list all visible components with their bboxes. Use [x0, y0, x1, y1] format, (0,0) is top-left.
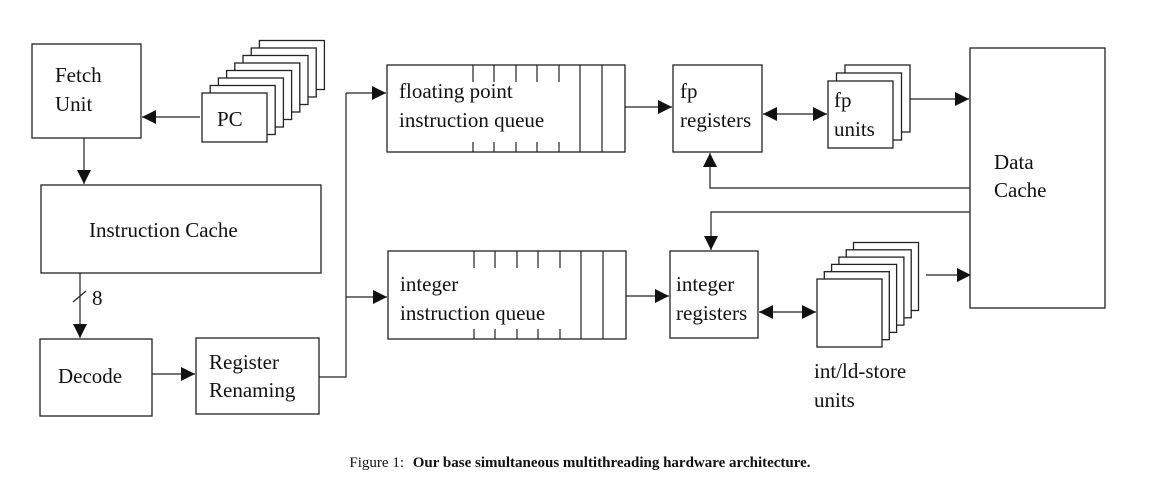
fp-units-label-1: fp — [834, 88, 852, 112]
pc-layer — [201, 92, 268, 143]
fp-units-stack — [827, 64, 911, 149]
int-registers-label-1: integer — [676, 272, 734, 296]
fp-registers-label-1: fp — [680, 79, 698, 103]
caption-label: Figure 1: — [349, 455, 404, 471]
fp-registers: fp registers — [672, 64, 763, 153]
rename-bus — [319, 93, 347, 378]
int-registers-label-2: registers — [676, 301, 747, 325]
fp-queue-label-2: instruction queue — [399, 108, 544, 132]
data-cache-label-2: Cache — [994, 178, 1046, 202]
register-renaming-label-1: Register — [209, 350, 279, 374]
instruction-cache: Instruction Cache — [40, 184, 322, 274]
dcache-to-int-regs-arrow — [704, 211, 970, 250]
int-ld-store-units-stack — [816, 241, 920, 348]
data-cache: Data Cache — [969, 47, 1106, 309]
register-renaming: Register Renaming — [195, 337, 320, 415]
decode: Decode — [39, 338, 153, 417]
decode-label: Decode — [58, 364, 122, 388]
int-units-label-1: int/ld-store — [814, 359, 906, 383]
fp-instruction-queue: floating point instruction queue — [386, 64, 626, 153]
fetch-width-label: 8 — [92, 286, 103, 310]
caption-text: Our base simultaneous multithreading har… — [413, 455, 811, 471]
pc-stack: PC — [201, 39, 326, 143]
int-queue-label-1: integer — [400, 272, 458, 296]
fp-queue-label-1: floating point — [399, 79, 513, 103]
int-unit-layer — [816, 278, 883, 348]
instruction-cache-label: Instruction Cache — [89, 218, 238, 242]
int-queue-label-2: instruction queue — [400, 301, 545, 325]
fp-units-label-2: units — [834, 117, 875, 141]
figure-caption: Figure 1: Our base simultaneous multithr… — [349, 455, 810, 471]
register-renaming-label-2: Renaming — [209, 378, 296, 402]
int-instruction-queue: integer instruction queue — [387, 250, 627, 340]
fp-registers-label-2: registers — [680, 108, 751, 132]
data-cache-label-1: Data — [994, 150, 1034, 174]
fetch-unit-label-2: Unit — [55, 92, 93, 116]
pc-label: PC — [217, 107, 243, 131]
int-units-label-2: units — [814, 388, 855, 412]
fetch-unit: Fetch Unit — [31, 43, 142, 139]
dcache-to-fp-regs-arrow — [703, 153, 970, 189]
int-registers: integer registers — [669, 250, 759, 339]
bus-width-slash — [72, 290, 87, 303]
fp-unit-layer — [827, 80, 894, 149]
fetch-unit-label-1: Fetch — [55, 63, 102, 87]
